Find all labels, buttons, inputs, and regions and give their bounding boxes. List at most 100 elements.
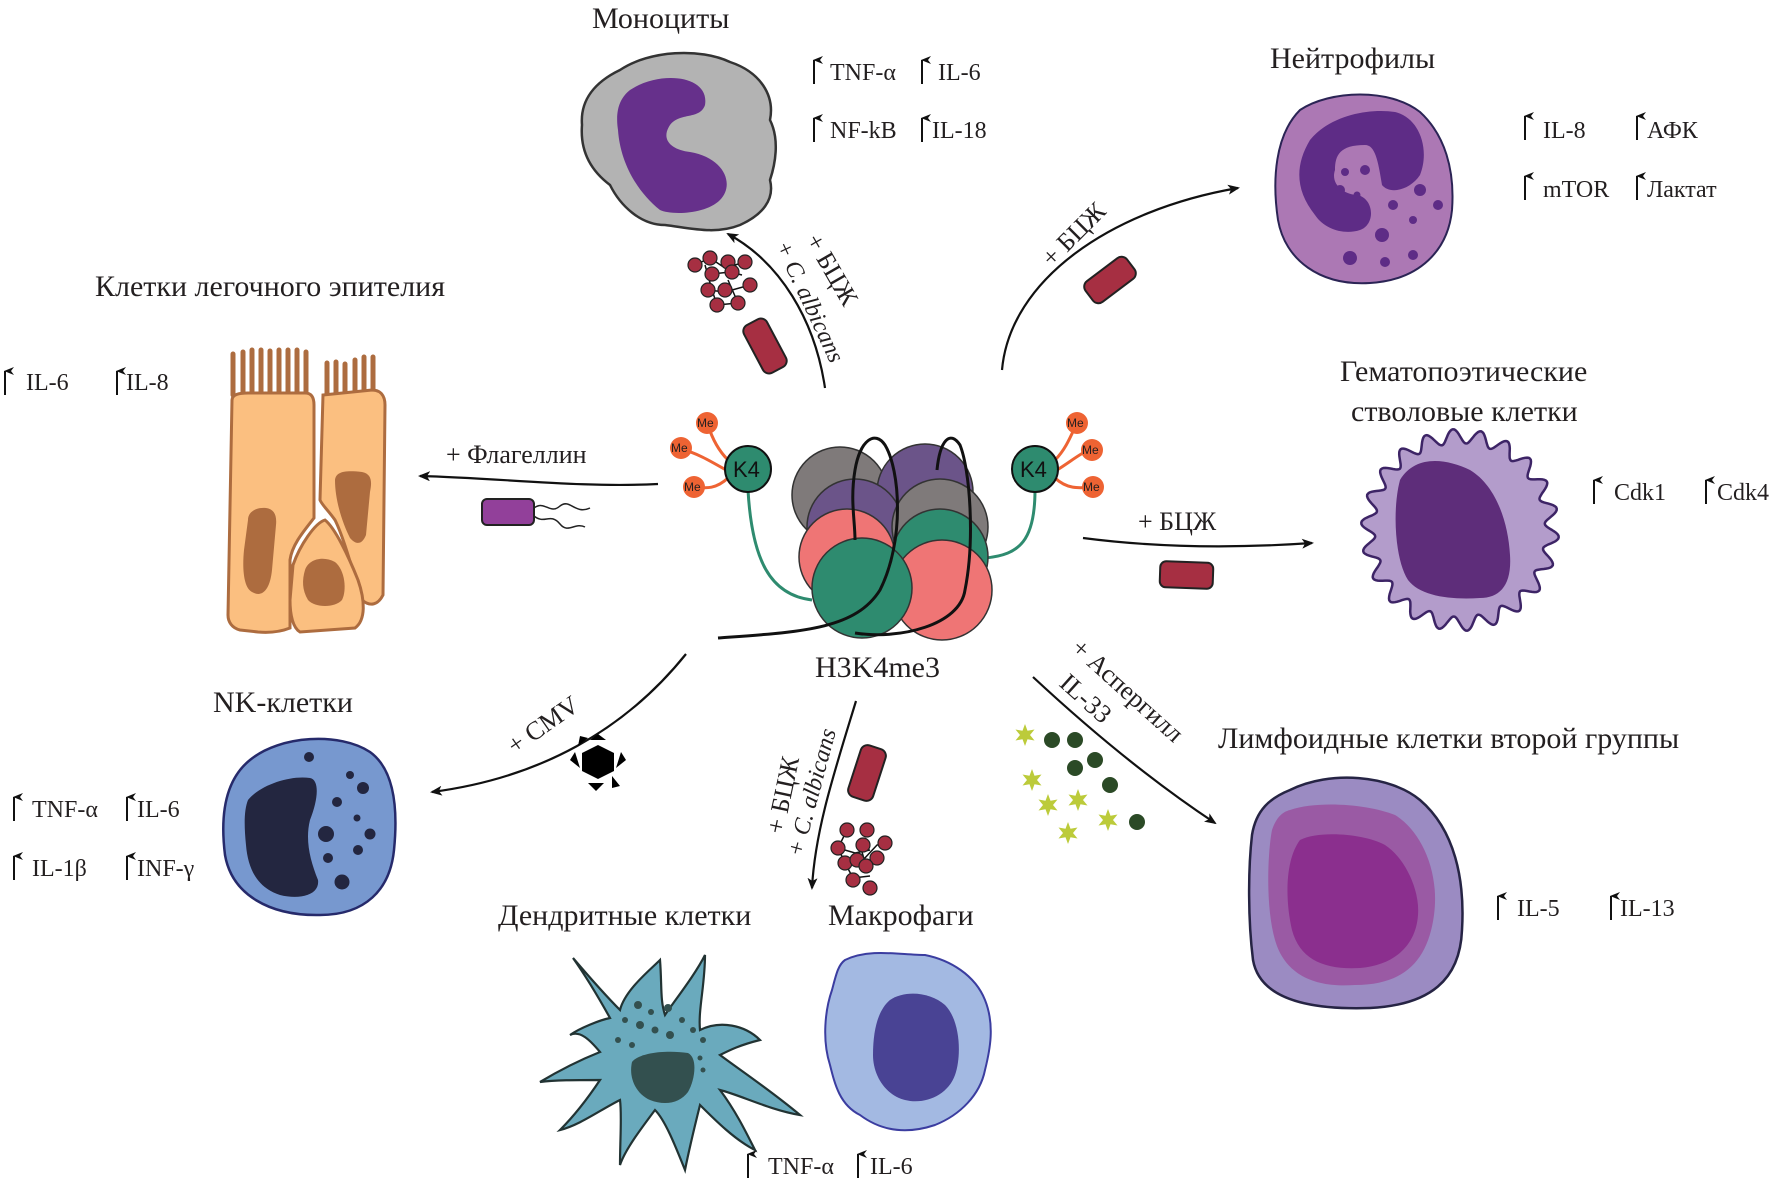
methyl-left: Me Me Me xyxy=(670,412,718,498)
hsc-group: Гематопоэтические стволовые клетки Cdk1 … xyxy=(1082,355,1769,632)
hsc-nucleus xyxy=(1395,460,1511,599)
flagellin-bacterium-icon xyxy=(481,498,591,529)
cytokine-label: IL-13 xyxy=(1620,896,1675,922)
arrow-to-ilc2 xyxy=(1032,676,1217,825)
cytokine-label: IL-5 xyxy=(1517,896,1560,922)
cytokine-label: Cdk1 xyxy=(1614,480,1666,506)
epithelium-cilia xyxy=(230,347,376,398)
hsc-stimulus: + БЦЖ xyxy=(1138,507,1217,536)
arrow-to-nk xyxy=(430,653,687,796)
k4-label-left: K4 xyxy=(733,457,760,482)
h3k4me3-label: H3K4me3 xyxy=(815,651,940,684)
il33-star-icon xyxy=(1068,789,1088,811)
macrophage-nucleus xyxy=(873,993,959,1102)
histone-tail-left xyxy=(746,489,813,602)
k4-residue-left xyxy=(724,445,772,493)
dna-strand xyxy=(717,436,972,640)
nk-nucleus xyxy=(244,777,319,897)
candida-dots xyxy=(687,250,758,313)
cytokine-label: NF-kB xyxy=(830,118,897,144)
me-label: Me xyxy=(671,441,688,455)
nk-granules xyxy=(304,752,376,890)
dc-title: Дендритные клетки xyxy=(498,899,751,932)
cytokine-label: АФК xyxy=(1647,118,1699,144)
arrow-to-neutrophils xyxy=(1000,184,1240,371)
methyl-right: Me Me Me xyxy=(1066,412,1104,498)
cytokine-label: IL-6 xyxy=(870,1154,913,1180)
cytokine-label: TNF-α xyxy=(32,797,98,823)
nk-title: NK-клетки xyxy=(213,686,353,719)
nk-cytokines: TNF-α IL-6 IL-1β INF-γ xyxy=(13,793,195,882)
epithelium-group: Клетки легочного эпителия IL-6 IL-8 + Фл… xyxy=(4,270,659,634)
me-label: Me xyxy=(697,416,714,430)
neutrophils-group: Нейтрофилы IL-8 АФК mTOR Лактат + БЦЖ xyxy=(1000,42,1717,371)
epithelium-nucleus xyxy=(335,471,372,543)
me-label: Me xyxy=(1067,416,1084,430)
epithelium-cytokines: IL-6 IL-8 xyxy=(4,367,169,396)
bcg-capsule-icon xyxy=(847,744,887,802)
dc-nucleus xyxy=(631,1051,695,1104)
dc-granules xyxy=(615,1001,706,1073)
dc-macro-cytokines: TNF-α IL-6 xyxy=(747,1150,913,1180)
k4-residue-right xyxy=(1011,445,1059,493)
me-label: Me xyxy=(684,480,701,494)
ilc2-cytokines: IL-5 IL-13 xyxy=(1497,892,1675,922)
arrow-to-dc-macro xyxy=(807,700,858,890)
neutrophil-cytokines: IL-8 АФК mTOR Лактат xyxy=(1524,112,1717,203)
il33-star-icon xyxy=(1015,724,1035,746)
k4-label-right: K4 xyxy=(1020,457,1047,482)
bcg-capsule-icon xyxy=(1083,255,1137,305)
neutrophils-title: Нейтрофилы xyxy=(1270,42,1435,75)
nk-group: NK-клетки TNF-α IL-6 IL-1β INF-γ + CMV xyxy=(13,653,687,917)
arrow-to-epithelium xyxy=(418,471,659,487)
hsc-cytokines: Cdk1 Cdk4 xyxy=(1593,476,1769,506)
ilc2-title: Лимфоидные клетки второй группы xyxy=(1218,722,1679,755)
epithelium-title: Клетки легочного эпителия xyxy=(95,270,445,303)
cytokine-label: INF-γ xyxy=(137,856,195,882)
candida-dots xyxy=(830,822,893,896)
nucleosome-group: Me Me Me K4 Me Me Me K4 H3K4me3 xyxy=(670,412,1104,684)
cytokine-label: TNF-α xyxy=(768,1154,834,1180)
monocytes-title: Моноциты xyxy=(592,2,729,35)
epithelium-nucleus xyxy=(303,558,345,606)
histone-tail-right xyxy=(984,489,1037,560)
neutrophils-stimulus: + БЦЖ xyxy=(1036,196,1112,272)
ilc2-cell-inner xyxy=(1287,834,1419,969)
cytokine-label: IL-8 xyxy=(126,370,169,396)
il33-star-icon xyxy=(1022,769,1042,791)
epithelium-stimulus: + Флагеллин xyxy=(446,440,587,469)
cytokine-label: IL-18 xyxy=(932,118,987,144)
cytokine-label: IL-6 xyxy=(938,60,981,86)
cytokine-label: Лактат xyxy=(1647,177,1717,203)
il33-star-icon xyxy=(1058,822,1078,844)
il33-star-icon xyxy=(1038,794,1058,816)
histone-octamer xyxy=(791,443,993,641)
me-label: Me xyxy=(1083,480,1100,494)
me-label: Me xyxy=(1082,443,1099,457)
cmv-virus-icon xyxy=(570,734,626,791)
neutrophil-nucleus xyxy=(1299,110,1424,232)
cytokine-label: IL-8 xyxy=(1543,118,1586,144)
ilc2-group: Лимфоидные клетки второй группы IL-5 IL-… xyxy=(1015,633,1679,1010)
bcg-capsule-icon xyxy=(742,317,788,375)
cytokine-label: IL-6 xyxy=(26,370,69,396)
il33-star-icons xyxy=(1015,724,1118,844)
cytokine-label: Cdk4 xyxy=(1717,480,1769,506)
cytokine-label: mTOR xyxy=(1543,177,1609,203)
hsc-title-line2: стволовые клетки xyxy=(1351,395,1578,428)
il33-star-icon xyxy=(1098,809,1118,831)
aspergillus-spore-icons xyxy=(1044,732,1145,830)
cytokine-label: IL-6 xyxy=(137,797,180,823)
arrow-to-hsc xyxy=(1082,536,1314,549)
monocyte-cytokines: TNF-α IL-6 NF-kB IL-18 xyxy=(813,56,987,144)
cytokine-label: TNF-α xyxy=(830,60,896,86)
bcg-capsule-icon xyxy=(1158,560,1215,590)
macrophage-title: Макрофаги xyxy=(828,899,974,932)
arrow-to-monocytes xyxy=(726,233,827,389)
dc-macro-group: Дендритные клетки Макрофаги TNF-α IL-6 +… xyxy=(498,700,992,1180)
epithelium-nucleus xyxy=(243,507,277,594)
cytokine-label: IL-1β xyxy=(32,856,87,882)
neutrophil-granules xyxy=(1335,165,1443,267)
hsc-title-line1: Гематопоэтические xyxy=(1340,355,1587,388)
